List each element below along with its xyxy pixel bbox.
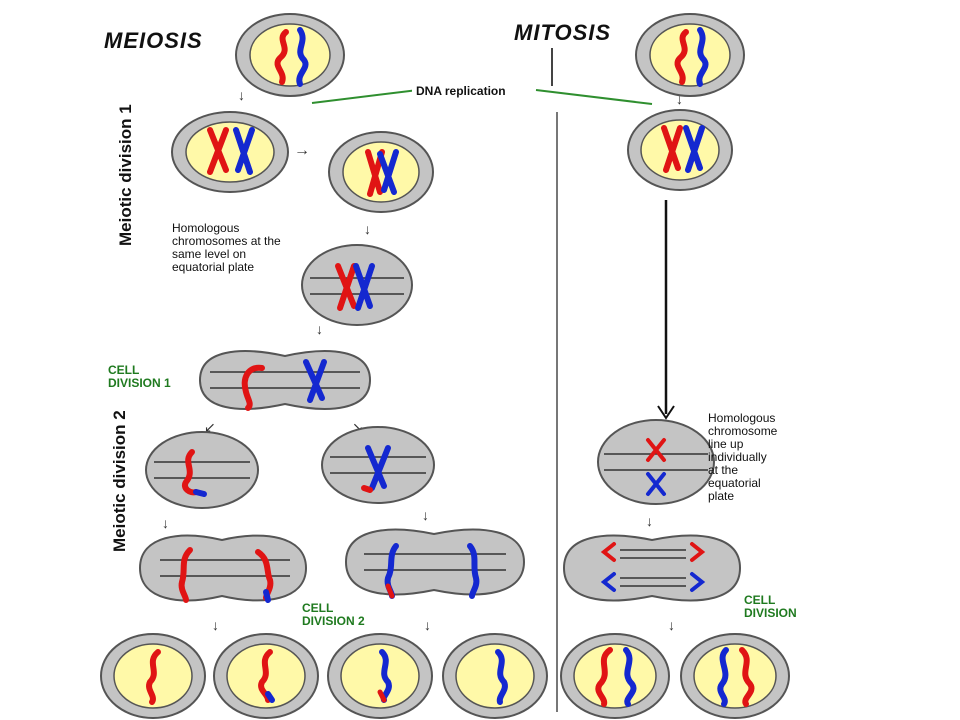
arrow-down-1: ↓ [238, 87, 245, 103]
dna-replication-label: DNA replication [412, 84, 510, 98]
mitosis-daughter-cell-left [560, 633, 670, 719]
arrow-down-m3: ↓ [668, 617, 675, 633]
mitosis-long-arrow-head [657, 405, 675, 420]
gamete-cell-1 [100, 633, 206, 719]
arrow-down-3: ↓ [316, 321, 323, 337]
meiosis-anaphase-1-cell [198, 350, 372, 411]
meiosis-title: MEIOSIS [104, 28, 203, 53]
cell-division-label: CELL DIVISION [744, 593, 797, 620]
meiosis-parent-cell [235, 13, 345, 97]
gamete-cell-4 [442, 633, 548, 719]
arrow-down-6: ↓ [212, 617, 219, 633]
cell-division-2-label: CELL DIVISION 2 [302, 601, 365, 628]
meiosis-metaphase-2-left-cell [145, 431, 259, 509]
arrow-down-4: ↓ [162, 515, 169, 531]
homologous-equatorial-note: Homologous chromosomes at the same level… [172, 221, 281, 274]
gamete-cell-3 [327, 633, 433, 719]
mitosis-daughter-cell-right [680, 633, 790, 719]
mitosis-replicated-cell [627, 109, 733, 191]
meiosis-anaphase-2-right-cell [344, 528, 526, 599]
arrow-diag-left: ↙ [204, 419, 216, 435]
arrow-right: → [294, 142, 310, 159]
cell-division-1-label: CELL DIVISION 1 [108, 363, 171, 390]
arrow-down-7: ↓ [424, 617, 431, 633]
meiosis-synapsis-cell [328, 131, 434, 213]
meiosis-replicated-cell [171, 111, 289, 193]
mitosis-metaphase-cell [597, 419, 715, 505]
arrow-diag-right: ↘ [352, 419, 364, 435]
meiosis-metaphase-2-right-cell [321, 426, 435, 504]
arrow-down-2: ↓ [364, 221, 371, 237]
dna-replication-line-right [535, 89, 653, 105]
meiotic-division-1-label: Meiotic division 1 [116, 104, 135, 246]
arrow-down-m1: ↓ [676, 91, 683, 107]
meiosis-anaphase-2-left-cell [138, 534, 308, 603]
mitosis-parent-cell [635, 13, 745, 97]
mitosis-anaphase-cell [562, 534, 742, 602]
mitosis-title: MITOSIS [514, 20, 612, 45]
arrow-down-5: ↓ [422, 507, 429, 523]
gamete-cell-2 [213, 633, 319, 719]
meiosis-metaphase-1-cell [301, 244, 413, 326]
dna-replication-line-left [311, 89, 419, 104]
homologous-individually-note: Homologous chromosome line up individual… [708, 411, 778, 503]
meiotic-division-2-label: Meiotic division 2 [110, 410, 129, 552]
arrow-down-m2: ↓ [646, 513, 653, 529]
